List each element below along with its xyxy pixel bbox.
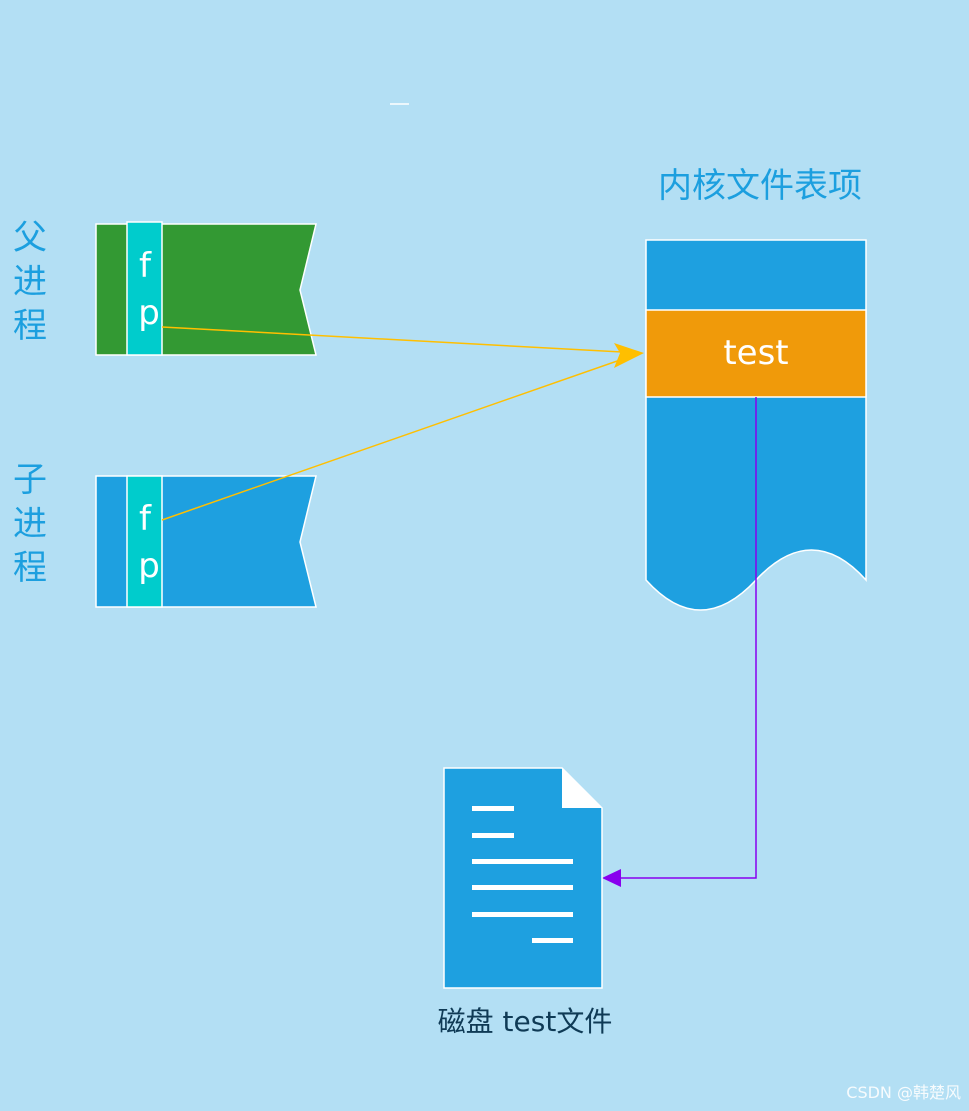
parent-arrowhead — [614, 343, 644, 368]
kernel-table-entry — [645, 309, 867, 398]
document-line-5 — [472, 912, 573, 917]
child-process-block: f p — [95, 475, 317, 608]
parent-fp-arrow — [161, 326, 641, 354]
parent-process-label: 父 进 程 — [10, 216, 50, 348]
document-line-4 — [472, 885, 573, 890]
kernel-table-title: 内核文件表项 — [658, 166, 862, 206]
child-label-char-2: 进 — [13, 504, 47, 544]
document-icon — [443, 767, 603, 989]
child-fp-column — [126, 475, 163, 608]
document-line-1 — [472, 806, 514, 811]
parent-process-block: f p — [95, 221, 317, 356]
disk-file-caption: 磁盘 test文件 — [437, 1005, 613, 1038]
child-label-char-3: 程 — [13, 548, 47, 588]
watermark: CSDN @韩楚风 — [846, 1083, 961, 1102]
document-line-6 — [532, 938, 573, 943]
parent-fp-letter-p: p — [138, 293, 160, 333]
child-process-label: 子 进 程 — [10, 458, 50, 590]
parent-fp-column — [126, 221, 163, 356]
parent-label-char-2: 进 — [13, 262, 47, 302]
document-body — [443, 767, 603, 989]
kernel-entry-label: test — [723, 333, 788, 373]
disk-arrowhead — [602, 869, 621, 887]
document-line-3 — [472, 859, 573, 864]
parent-label-char-1: 父 — [13, 218, 47, 258]
kernel-to-disk-connector — [618, 397, 757, 879]
child-label-char-1: 子 — [13, 460, 47, 500]
parent-fp-letter-f: f — [139, 246, 152, 286]
child-fp-arrow — [161, 352, 641, 521]
child-fp-letter-p: p — [138, 546, 160, 586]
document-line-2 — [472, 833, 514, 838]
document-fold — [562, 768, 602, 808]
child-fp-letter-f: f — [139, 499, 152, 539]
parent-label-char-3: 程 — [13, 306, 47, 346]
